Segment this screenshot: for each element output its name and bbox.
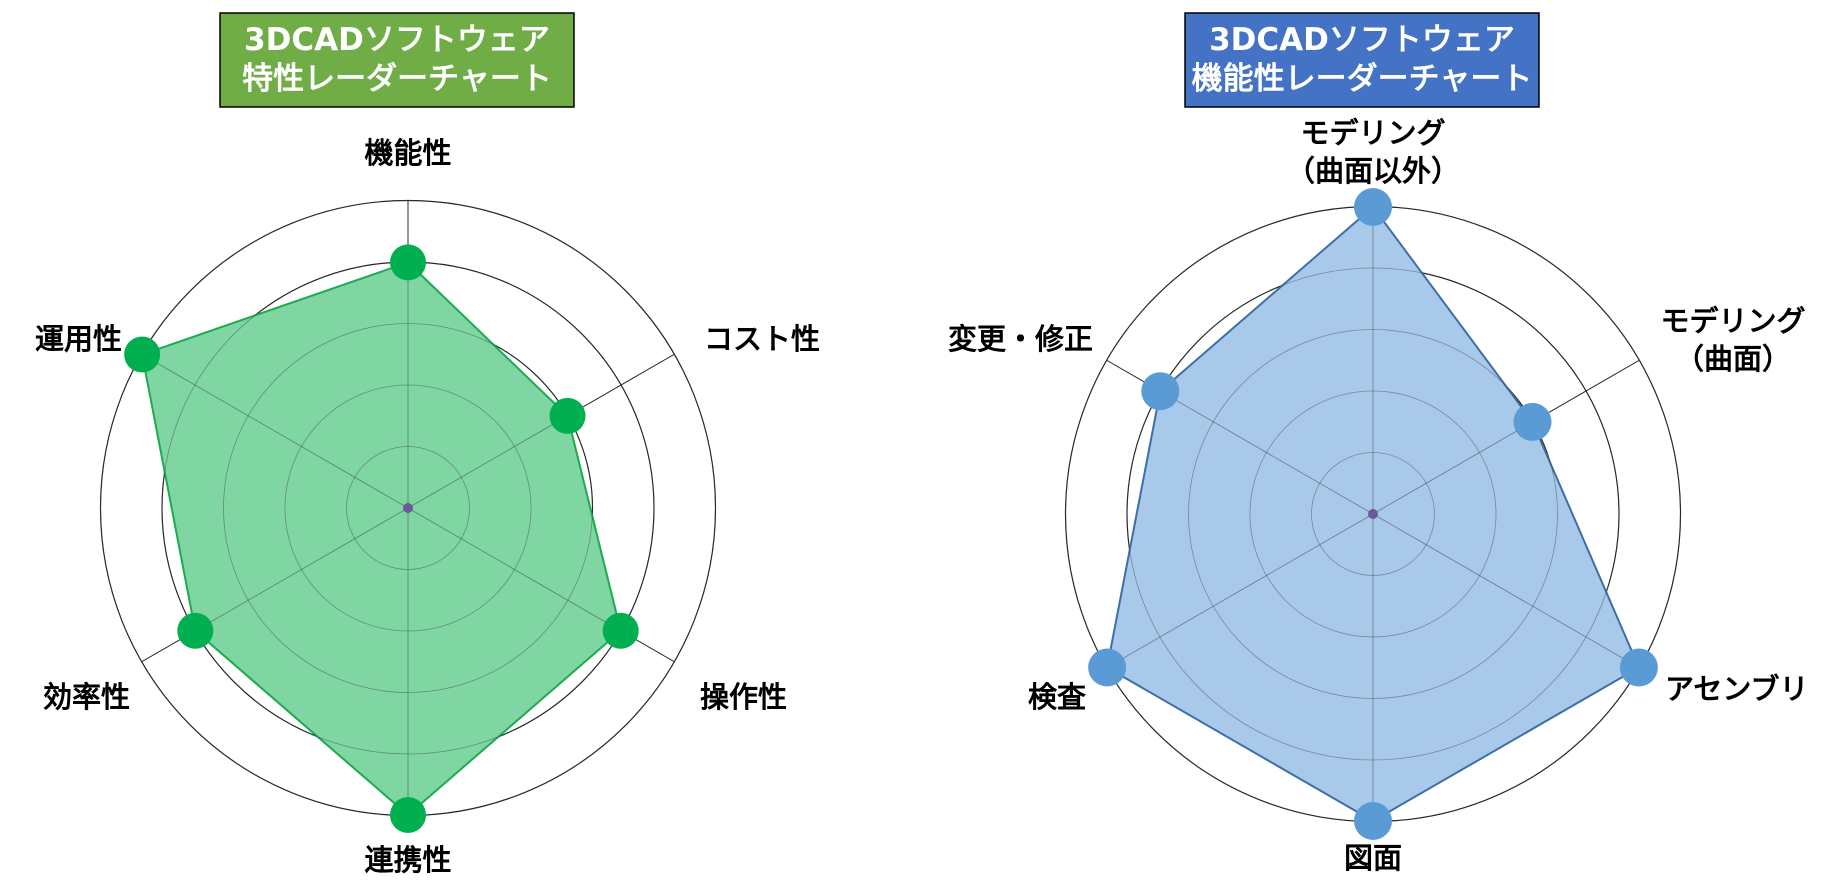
grid-ring-overlay <box>346 446 470 570</box>
radar-series <box>1065 188 1681 840</box>
functional-radar-chart: 3DCADソフトウェア 機能性レーダーチャート モデリング（曲面以外）モデリング… <box>948 12 1809 875</box>
axis-label: コスト性 <box>704 322 820 356</box>
chart-title-line-1: 3DCADソフトウェア <box>244 22 550 58</box>
grid-spoke-overlay <box>1106 513 1374 669</box>
axis-label: （曲面以外） <box>1286 154 1460 188</box>
series-area <box>140 261 622 817</box>
grid-ring-overlay <box>284 384 532 632</box>
axis-label: 図面 <box>1344 841 1402 875</box>
data-point <box>177 612 214 649</box>
chart-title-line-2: 特性レーダーチャート <box>242 61 552 97</box>
axis-label: 操作性 <box>700 680 787 714</box>
center-point <box>1368 509 1378 519</box>
data-point <box>1141 372 1180 411</box>
chart-title-background <box>1184 12 1540 108</box>
grid-ring-overlay <box>1249 390 1497 638</box>
axis-label: （曲面） <box>1675 342 1791 376</box>
grid-spoke-overlay <box>1372 359 1640 515</box>
grid-ring-overlay <box>223 323 593 693</box>
grid-spoke-overlay <box>407 353 675 509</box>
center-point <box>403 503 413 513</box>
data-point <box>124 336 161 373</box>
axis-label: モデリング <box>1660 304 1805 338</box>
data-point <box>602 612 639 649</box>
data-point <box>390 797 426 833</box>
data-point <box>1354 188 1392 226</box>
data-point <box>390 244 426 281</box>
radar-series <box>100 200 716 833</box>
axis-label: モデリング <box>1300 116 1445 150</box>
axis-label: 変更・修正 <box>948 322 1093 356</box>
data-point <box>1354 802 1392 840</box>
axis-label: 運用性 <box>35 322 122 356</box>
axis-label: 機能性 <box>364 136 451 170</box>
grid-ring-overlay <box>1311 452 1435 576</box>
grid-spoke-overlay <box>141 353 409 509</box>
axis-label: 効率性 <box>43 680 130 714</box>
grid-ring-overlay <box>1188 329 1558 699</box>
data-point <box>549 397 586 434</box>
chart-title-box: 3DCADソフトウェア 特性レーダーチャート <box>219 12 575 108</box>
axis-label: 連携性 <box>364 843 451 877</box>
chart-title-line-2: 機能性レーダーチャート <box>1192 61 1533 97</box>
grid-spoke-overlay <box>1372 513 1640 669</box>
grid-ring-overlay <box>1126 267 1620 761</box>
chart-title-line-1: 3DCADソフトウェア <box>1209 22 1515 58</box>
axis-label: 検査 <box>1028 680 1086 714</box>
chart-title-background <box>219 12 575 108</box>
chart-title-box: 3DCADソフトウェア 機能性レーダーチャート <box>1184 12 1540 108</box>
data-point <box>1088 648 1127 687</box>
axis-label: アセンブリ <box>1665 672 1809 706</box>
data-point <box>1619 648 1658 687</box>
data-point <box>1513 402 1552 441</box>
